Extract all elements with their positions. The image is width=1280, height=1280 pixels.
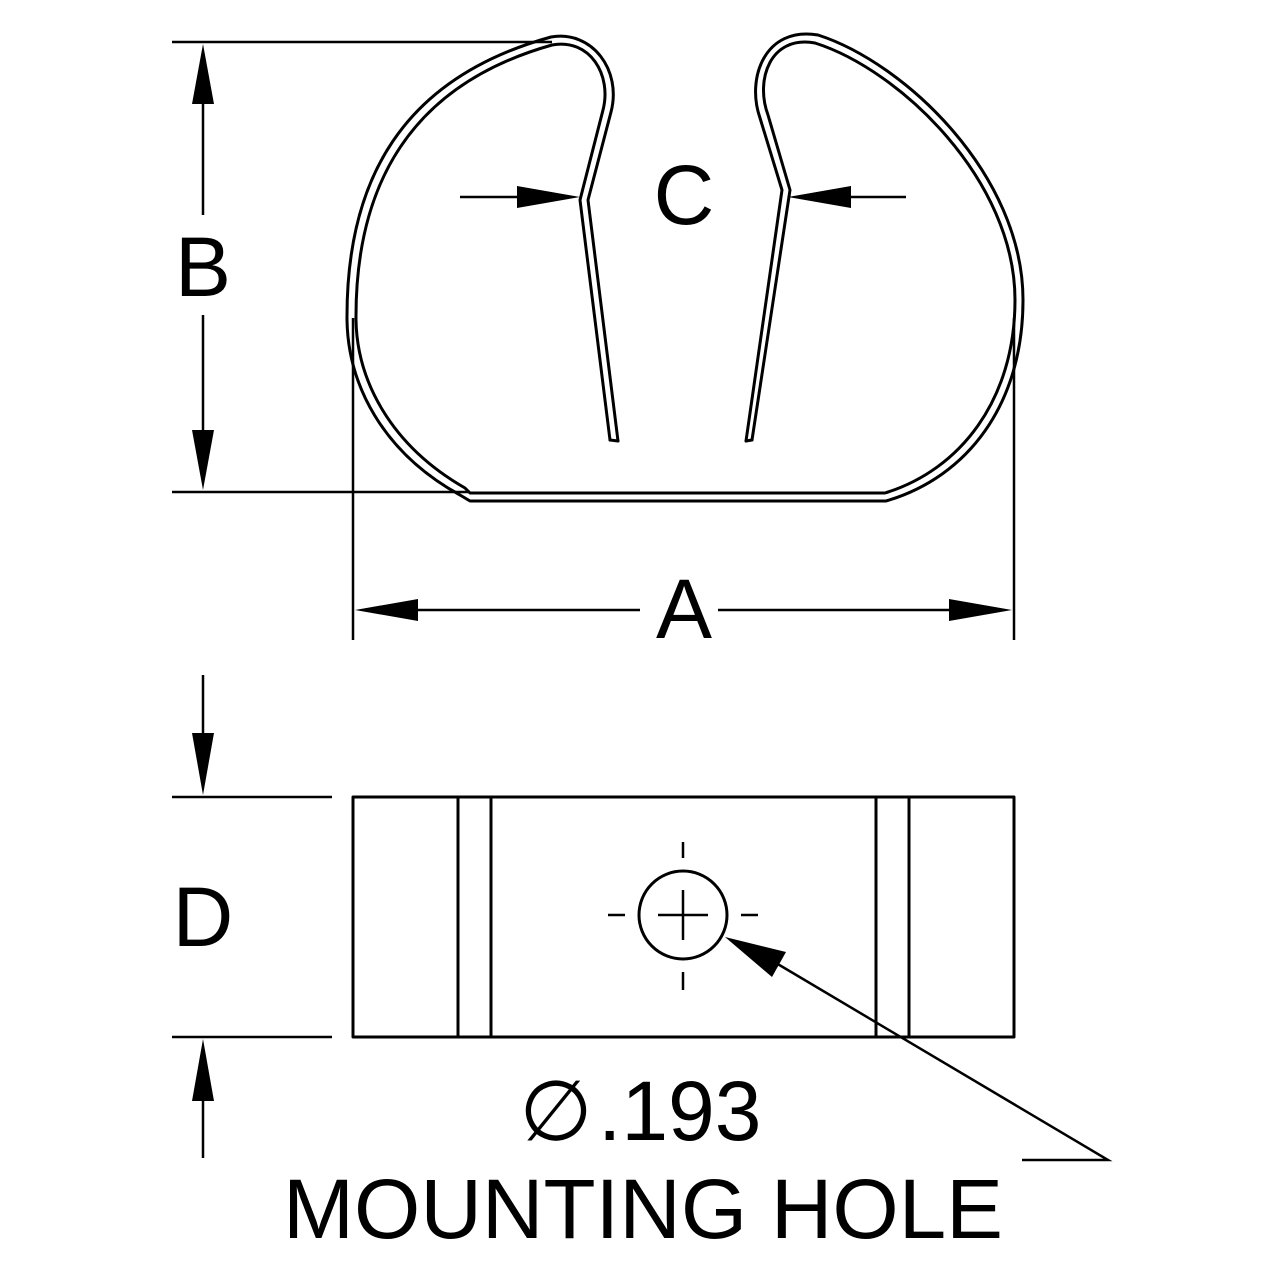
dim-b-arrow-down xyxy=(192,430,214,490)
base-strip-outline xyxy=(351,795,1016,1039)
wire-end-left xyxy=(608,438,620,443)
callout-leader-line xyxy=(775,961,1113,1162)
dim-a-arrow-right xyxy=(949,599,1012,621)
dim-a-label: A xyxy=(656,562,712,656)
dim-b-label: B xyxy=(175,220,231,314)
mounting-hole-callout: ∅ .193 MOUNTING HOLE xyxy=(283,937,1113,1256)
dim-d-label: D xyxy=(173,870,234,964)
dimension-b: B xyxy=(172,40,552,494)
dim-c-arrow-right xyxy=(788,186,851,208)
dim-d-arrow-down xyxy=(192,733,214,795)
clip-top-view xyxy=(345,32,1025,503)
hole-diameter-value: .193 xyxy=(598,1064,762,1158)
dimension-c: C xyxy=(460,148,906,242)
dim-a-arrow-left xyxy=(355,599,418,621)
hole-diameter-symbol: ∅ xyxy=(519,1064,592,1158)
clip-outline-inner xyxy=(345,32,1025,503)
wire-end-right xyxy=(744,438,754,443)
callout-arrow xyxy=(725,937,786,977)
dim-c-label: C xyxy=(654,148,715,242)
clip-front-view xyxy=(351,795,1016,1039)
dim-b-arrow-up xyxy=(192,44,214,104)
mounting-hole-caption: MOUNTING HOLE xyxy=(283,1162,1003,1256)
dim-c-arrow-left xyxy=(517,186,580,208)
clip-outline-outer xyxy=(354,40,1017,495)
mounting-hole xyxy=(637,869,729,961)
dim-d-arrow-up xyxy=(192,1039,214,1101)
dimension-d: D xyxy=(172,675,332,1158)
dimension-a: A xyxy=(351,318,1016,656)
